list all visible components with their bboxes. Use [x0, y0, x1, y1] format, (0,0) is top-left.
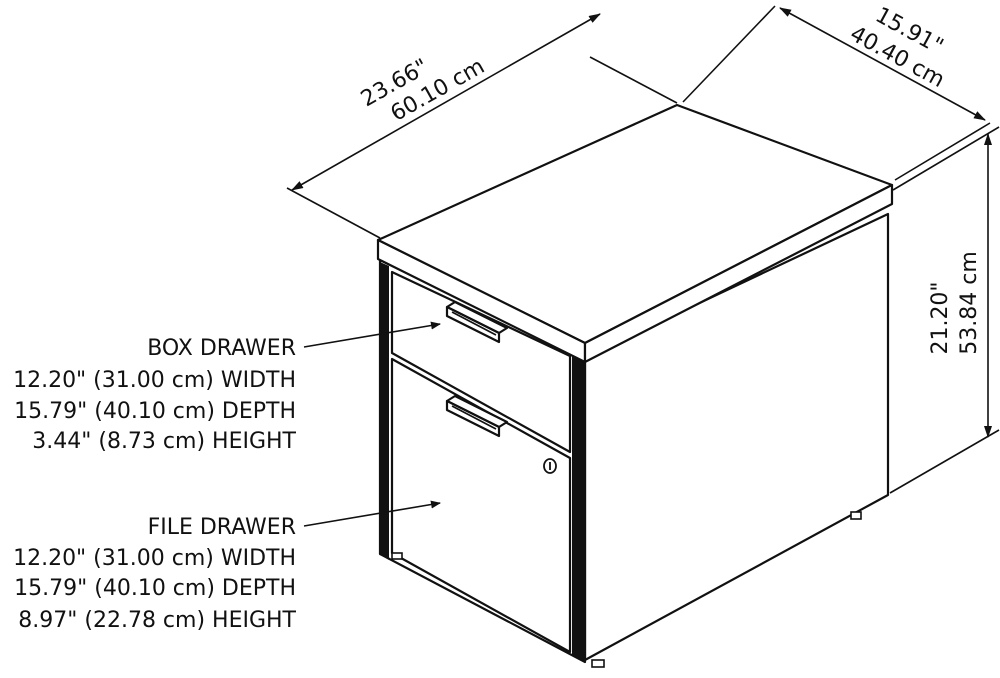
file-drawer-title: FILE DRAWER — [148, 515, 296, 540]
file-drawer-handle — [445, 394, 509, 438]
box-drawer-height: 3.44" (8.73 cm) HEIGHT — [32, 429, 296, 454]
file-drawer-callout: FILE DRAWER 12.20" (31.00 cm) WIDTH 15.7… — [13, 500, 441, 633]
box-drawer-depth: 15.79" (40.10 cm) DEPTH — [14, 399, 296, 424]
height-dimension: 21.20" 53.84 cm — [889, 126, 1000, 494]
height-cm-label: 53.84 cm — [957, 251, 982, 355]
cabinet-frame-left-edge — [380, 262, 389, 560]
caster-icon — [391, 511, 862, 668]
height-inches-label: 21.20" — [928, 281, 953, 354]
file-drawer-arrow — [303, 500, 441, 527]
box-drawer-front — [390, 270, 572, 454]
lock-icon — [543, 458, 557, 474]
box-drawer-width: 12.20" (31.00 cm) WIDTH — [13, 368, 296, 393]
cabinet-illustration — [376, 103, 894, 668]
file-drawer-height: 8.97" (22.78 cm) HEIGHT — [18, 608, 296, 633]
box-drawer-callout: BOX DRAWER 12.20" (31.00 cm) WIDTH 15.79… — [13, 321, 441, 454]
file-drawer-front — [390, 357, 572, 654]
cabinet-top-side-edge — [583, 183, 894, 364]
file-drawer-depth: 15.79" (40.10 cm) DEPTH — [14, 576, 296, 601]
cabinet-frame-right-edge — [572, 351, 585, 662]
box-drawer-handle — [445, 300, 509, 344]
box-drawer-arrow — [303, 321, 441, 348]
file-drawer-width: 12.20" (31.00 cm) WIDTH — [13, 546, 296, 571]
box-drawer-title: BOX DRAWER — [147, 336, 296, 361]
